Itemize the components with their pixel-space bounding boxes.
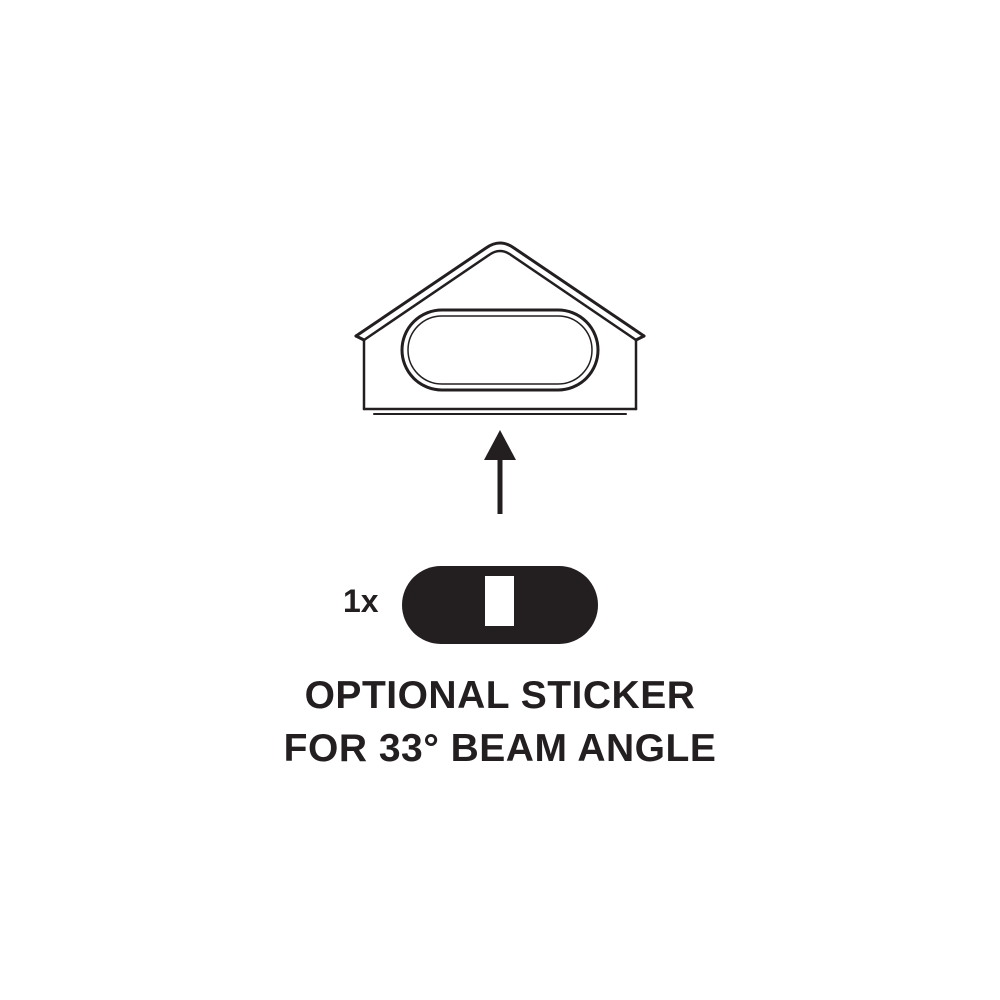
sticker-icon	[402, 566, 598, 644]
caption-line-2: FOR 33° BEAM ANGLE	[283, 727, 717, 770]
housing-roof-inner	[362, 249, 638, 342]
lens-window-inner	[407, 315, 593, 385]
housing-roof-outer	[354, 241, 646, 338]
sticker-quantity-label: 1x	[343, 583, 379, 619]
luminaire-housing	[354, 241, 646, 415]
arrow-up-icon	[484, 430, 516, 514]
caption-line-1: OPTIONAL STICKER	[304, 674, 696, 717]
sticker-slot	[485, 576, 514, 626]
housing-roof-right-cap	[634, 334, 646, 342]
arrow-head	[484, 430, 516, 460]
lens-window	[400, 308, 600, 392]
housing-roof-left-cap	[354, 334, 366, 342]
